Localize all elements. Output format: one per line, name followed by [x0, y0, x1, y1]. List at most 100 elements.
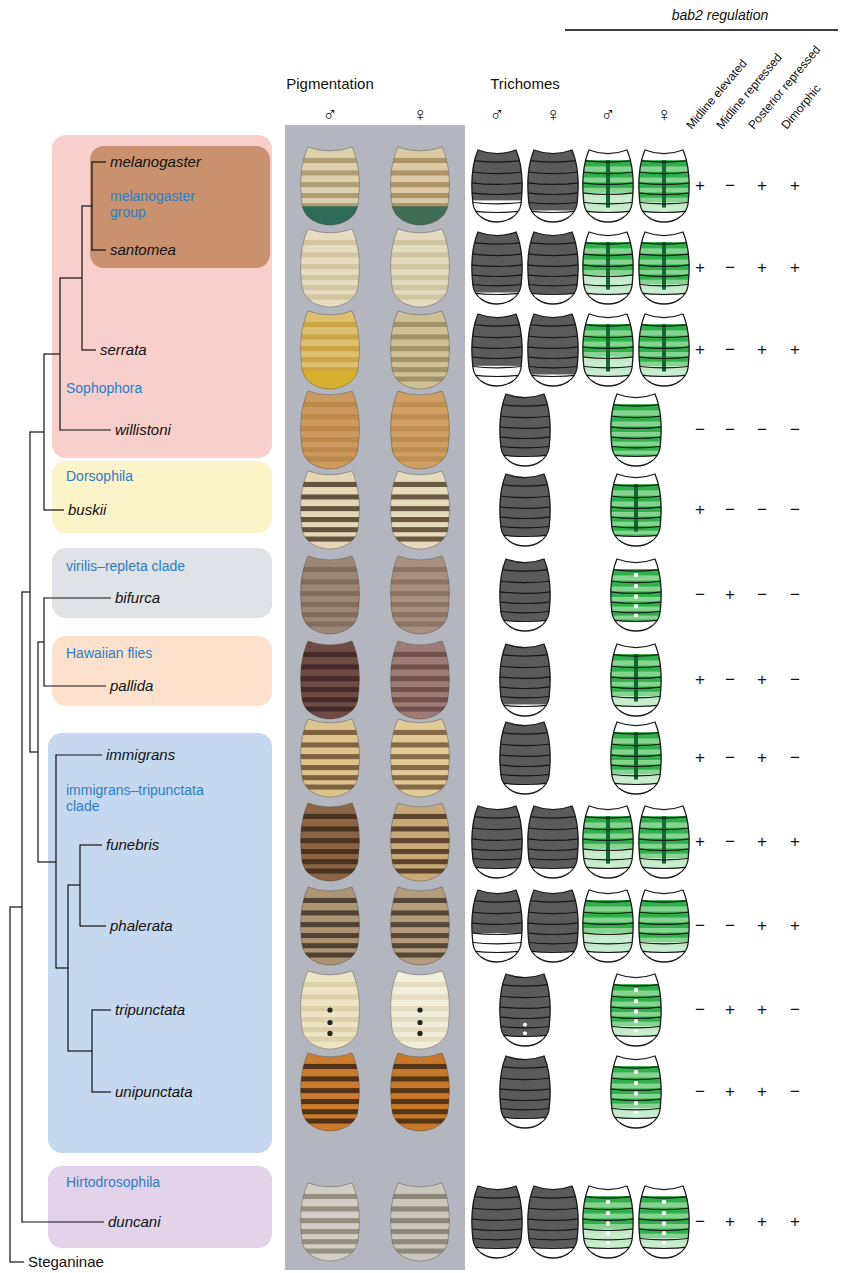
- segment-line: [524, 264, 582, 266]
- table-cell: +: [757, 258, 767, 278]
- abdomen-fill: [447, 890, 547, 1005]
- abdomen-outline: [611, 644, 662, 716]
- bab2-band: [586, 990, 686, 995]
- bab2-band: [586, 522, 686, 526]
- tergite-band: [272, 814, 388, 819]
- tergite-band: [362, 754, 478, 759]
- segment-line: [524, 374, 582, 376]
- cuticle: [272, 471, 388, 549]
- segment-line: [524, 922, 582, 924]
- bab2-band: [614, 198, 714, 202]
- segment-line: [579, 858, 637, 860]
- bab2-band: [558, 188, 658, 193]
- bab2-expression: [586, 732, 686, 784]
- trichome-free: [447, 200, 547, 272]
- sex-symbol: ♀: [546, 103, 561, 126]
- segment-line: [524, 828, 582, 830]
- bab2-expression: [558, 242, 658, 294]
- segment-line: [579, 264, 637, 266]
- bab2-midline-gap: [606, 1240, 610, 1244]
- bab2-posterior: [586, 774, 686, 784]
- abdomen-outline: [391, 803, 450, 881]
- bab2-band: [614, 854, 714, 858]
- segment-line: [524, 858, 582, 860]
- bab2-free: [558, 890, 658, 962]
- segment-line: [496, 591, 554, 593]
- segment-line: [496, 1098, 554, 1100]
- segment-line: [607, 732, 665, 734]
- bab2-band: [614, 938, 714, 942]
- abdomen-outline: [611, 474, 662, 546]
- tergite-band: [272, 826, 388, 831]
- abdomen-outline: [500, 559, 551, 631]
- table-cell: −: [790, 1000, 800, 1020]
- bab2-band: [558, 362, 658, 366]
- tergite-band: [272, 1239, 388, 1244]
- tergite-band: [272, 1249, 388, 1254]
- trichome-free: [475, 456, 575, 528]
- segment-line: [524, 932, 582, 934]
- tergite-band: [272, 1229, 388, 1234]
- bab2-band: [586, 607, 686, 611]
- segment-line: [579, 366, 637, 368]
- segment-line: [635, 932, 693, 934]
- table-cell: +: [725, 1082, 735, 1102]
- abdomen-outline: [472, 1186, 523, 1258]
- segment-line: [579, 828, 637, 830]
- bab2-midline-gap: [662, 1200, 666, 1204]
- segment-line: [468, 292, 526, 294]
- trichome-free: [447, 292, 547, 364]
- table-cell: −: [790, 420, 800, 440]
- tergite-band: [362, 943, 478, 948]
- tergite-band: [362, 953, 478, 958]
- species-name: unipunctata: [115, 1083, 193, 1100]
- tergite-band: [272, 612, 388, 617]
- bab2-band: [586, 1012, 686, 1017]
- segment-line: [607, 686, 665, 688]
- abdomen-fill: [447, 150, 547, 272]
- table-cell: +: [695, 340, 705, 360]
- abdomen-outline: [301, 556, 360, 634]
- segment-line: [607, 984, 665, 986]
- segment-line: [496, 454, 554, 456]
- bab2-band: [586, 770, 686, 774]
- clade-name: Hirtodrosophila: [66, 1174, 160, 1190]
- bab2-midline: [606, 324, 610, 372]
- table-cell: −: [725, 340, 735, 360]
- abdomen-outline: [583, 806, 634, 878]
- sex-symbol: ♂: [323, 103, 338, 126]
- bab2-expression: [558, 160, 658, 212]
- abdomen-fill: [272, 803, 388, 881]
- tergite-band: [362, 295, 478, 300]
- tergite-band: [362, 1109, 478, 1114]
- segment-line: [524, 346, 582, 348]
- bab2-midline-gap: [634, 584, 638, 588]
- species-name: melanogaster: [110, 153, 201, 170]
- tergite-band: [272, 1017, 388, 1022]
- abdomen-outline: [391, 229, 450, 307]
- trichome-free: [503, 1248, 603, 1273]
- bab2-expression: [586, 654, 686, 706]
- tergite-band: [362, 591, 478, 596]
- abdomen-outline: [528, 150, 579, 222]
- bab2-band: [558, 1224, 658, 1229]
- trichome-free: [475, 536, 575, 608]
- segment-line: [635, 1228, 693, 1230]
- segment-line: [524, 1196, 582, 1198]
- trichome-field: [447, 232, 547, 304]
- bab2-band: [558, 330, 658, 335]
- segment-line: [468, 324, 526, 326]
- abdomen-outline: [528, 890, 579, 962]
- abdomen-fill: [447, 806, 547, 940]
- abdomen-outline: [611, 974, 662, 1046]
- tergite-band: [362, 687, 478, 692]
- trichome-field: [503, 806, 603, 878]
- abdomen-outline: [391, 641, 450, 719]
- abdomen-fill: [362, 391, 478, 469]
- abdomen-fill: [475, 644, 575, 776]
- clade-box: melanogastermelanogaster groupsantomea: [90, 146, 270, 268]
- tergite-band: [362, 414, 478, 419]
- abdomen-fill: [272, 147, 388, 230]
- segment-line: [635, 254, 693, 256]
- segment-line: [524, 838, 582, 840]
